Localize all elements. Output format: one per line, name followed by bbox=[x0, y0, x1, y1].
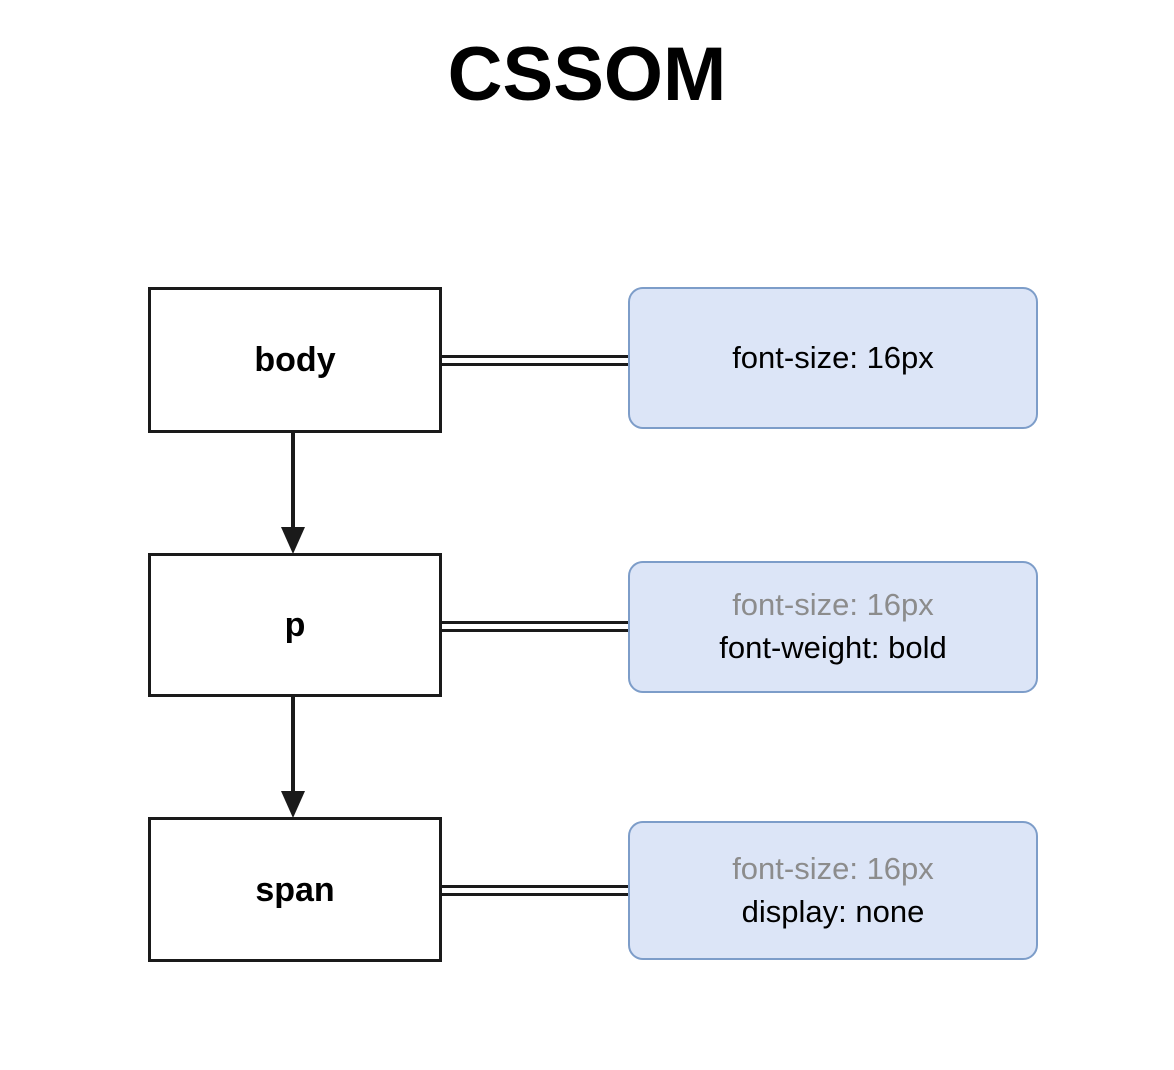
style-link-body bbox=[442, 355, 630, 366]
arrow-shaft bbox=[291, 697, 295, 793]
link-rail-bottom bbox=[442, 629, 630, 632]
declaration-text-inherited: font-size: 16px bbox=[732, 850, 934, 886]
link-rail-top bbox=[442, 621, 630, 624]
link-rail-bottom bbox=[442, 893, 630, 896]
declaration-text: font-size: 16px bbox=[732, 339, 934, 375]
arrow-shaft bbox=[291, 433, 295, 529]
arrow-p-to-span-icon bbox=[281, 697, 305, 818]
element-node-body[interactable]: body bbox=[148, 287, 442, 433]
element-node-label: body bbox=[254, 341, 336, 379]
element-node-p[interactable]: p bbox=[148, 553, 442, 697]
element-node-span[interactable]: span bbox=[148, 817, 442, 962]
link-rail-bottom bbox=[442, 363, 630, 366]
style-link-p bbox=[442, 621, 630, 632]
page-title: CSSOM bbox=[447, 32, 727, 117]
link-rail-top bbox=[442, 355, 630, 358]
link-rail-top bbox=[442, 885, 630, 888]
style-link-span bbox=[442, 885, 630, 896]
style-node-span[interactable]: font-size: 16px display: none bbox=[628, 821, 1038, 960]
arrow-head bbox=[281, 527, 305, 554]
declaration-text: display: none bbox=[741, 893, 925, 929]
declaration-text-inherited: font-size: 16px bbox=[732, 587, 934, 623]
arrow-head bbox=[281, 791, 305, 818]
element-node-label: p bbox=[284, 606, 306, 644]
style-node-p[interactable]: font-size: 16px font-weight: bold bbox=[628, 561, 1038, 693]
style-node-body[interactable]: font-size: 16px bbox=[628, 287, 1038, 429]
declaration-text: font-weight: bold bbox=[719, 630, 947, 665]
arrow-body-to-p-icon bbox=[281, 433, 305, 554]
element-node-label: span bbox=[255, 870, 335, 909]
